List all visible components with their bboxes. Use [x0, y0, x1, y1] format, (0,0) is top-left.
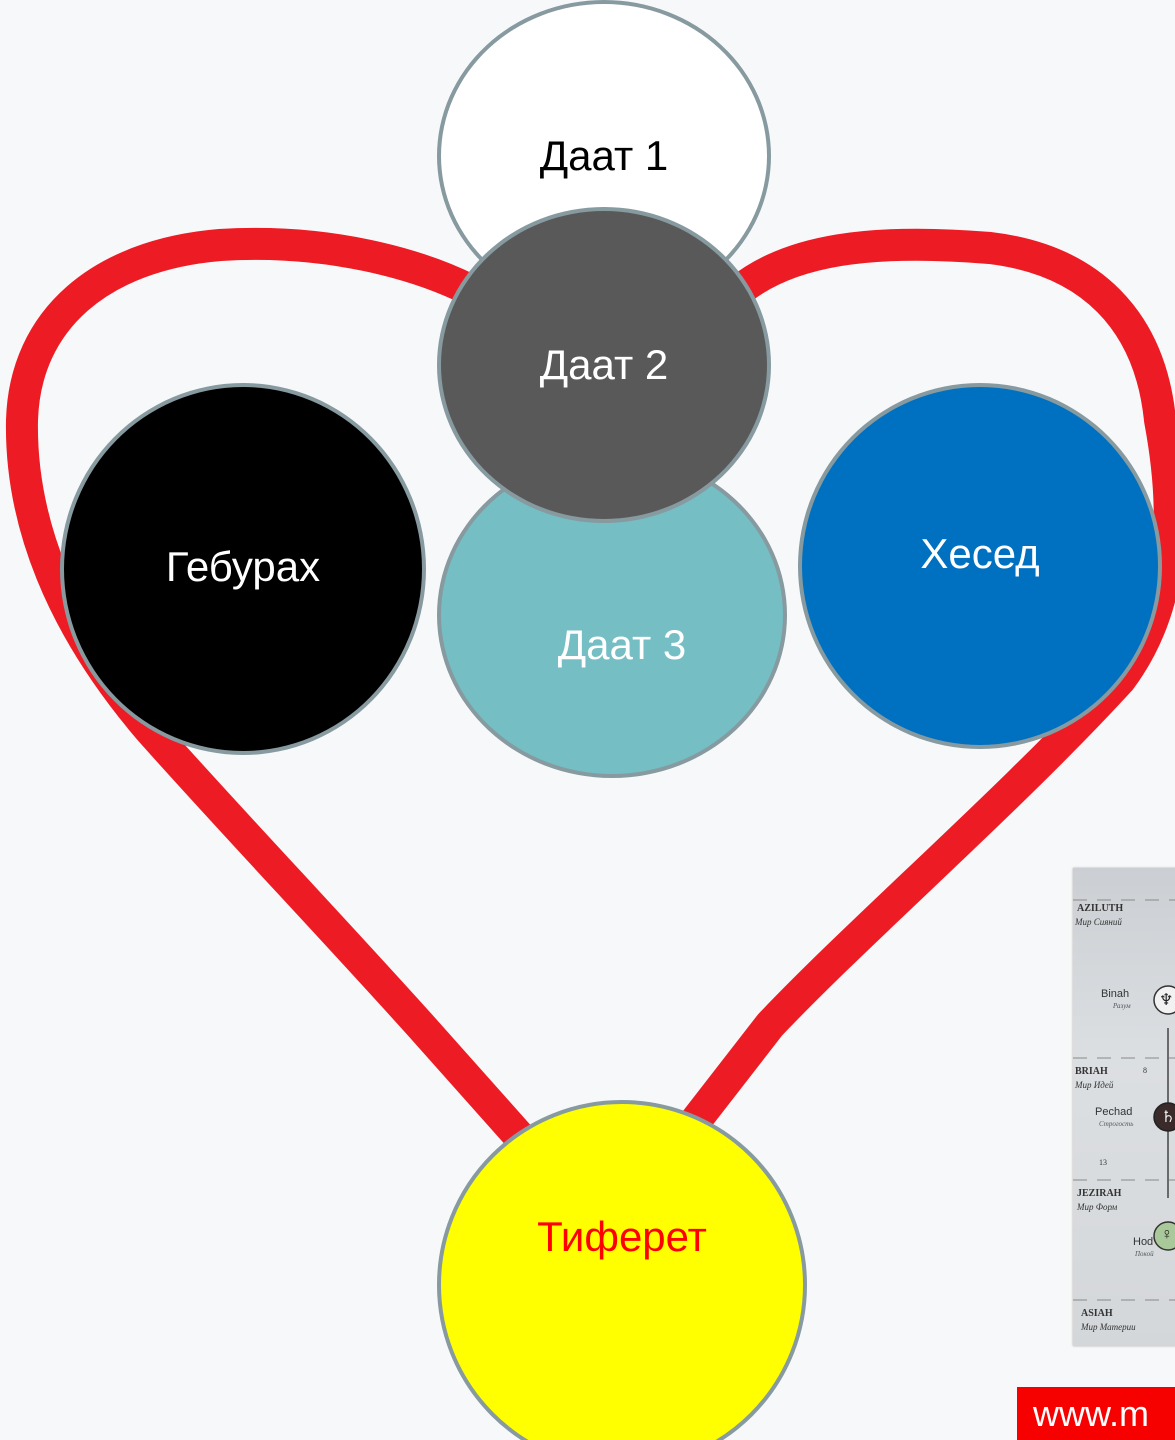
binah-circle [1153, 985, 1175, 1015]
hod-circle [1153, 1221, 1175, 1251]
saturn-icon: ♄ [1161, 1109, 1175, 1126]
tree-of-life-photo: AZILUTH Мир Сияний Binah Разум ♆ BRIAH 8… [1073, 868, 1175, 1346]
path-8: 8 [1143, 1066, 1147, 1075]
node-pechad-sub: Строгость [1099, 1120, 1134, 1128]
pechad-circle [1153, 1102, 1175, 1132]
node-hod-sub: Покой [1135, 1250, 1154, 1258]
daat-2-label: Даат 2 [539, 341, 669, 388]
node-binah-sub: Разум [1113, 1002, 1131, 1010]
node-pechad: Pechad [1095, 1106, 1133, 1118]
world-aziluth: AZILUTH [1077, 903, 1124, 914]
venus-icon: ♀ [1161, 1226, 1173, 1243]
geburah-label: Гебурах [165, 543, 321, 590]
chesed-node: Хесед [798, 383, 1162, 749]
world-asiah-sub: Мир Материи [1081, 1322, 1136, 1332]
daat-1-label: Даат 1 [539, 132, 669, 179]
world-aziluth-sub: Мир Сияний [1075, 917, 1122, 927]
website-url-banner[interactable]: www.m [1017, 1387, 1175, 1440]
website-url[interactable]: www.m [1033, 1393, 1149, 1434]
world-asiah: ASIAH [1081, 1308, 1113, 1319]
daat-3-label: Даат 3 [557, 621, 687, 668]
daat-2-node: Даат 2 [437, 207, 771, 523]
geburah-node: Гебурах [60, 383, 426, 755]
world-jezirah: JEZIRAH [1077, 1188, 1122, 1199]
tiferet-label: Тиферет [537, 1213, 707, 1260]
node-hod: Hod [1133, 1236, 1154, 1248]
inset-photo-lines [1073, 899, 1175, 1301]
chesed-label: Хесед [920, 530, 1040, 577]
neptune-icon: ♆ [1159, 992, 1174, 1009]
path-13: 13 [1099, 1158, 1107, 1167]
world-briah: BRIAH [1075, 1066, 1108, 1077]
world-briah-sub: Мир Идей [1075, 1080, 1114, 1090]
tiferet-node: Тиферет [437, 1100, 807, 1440]
node-binah: Binah [1101, 988, 1130, 1000]
world-jezirah-sub: Мир Форм [1077, 1202, 1118, 1212]
